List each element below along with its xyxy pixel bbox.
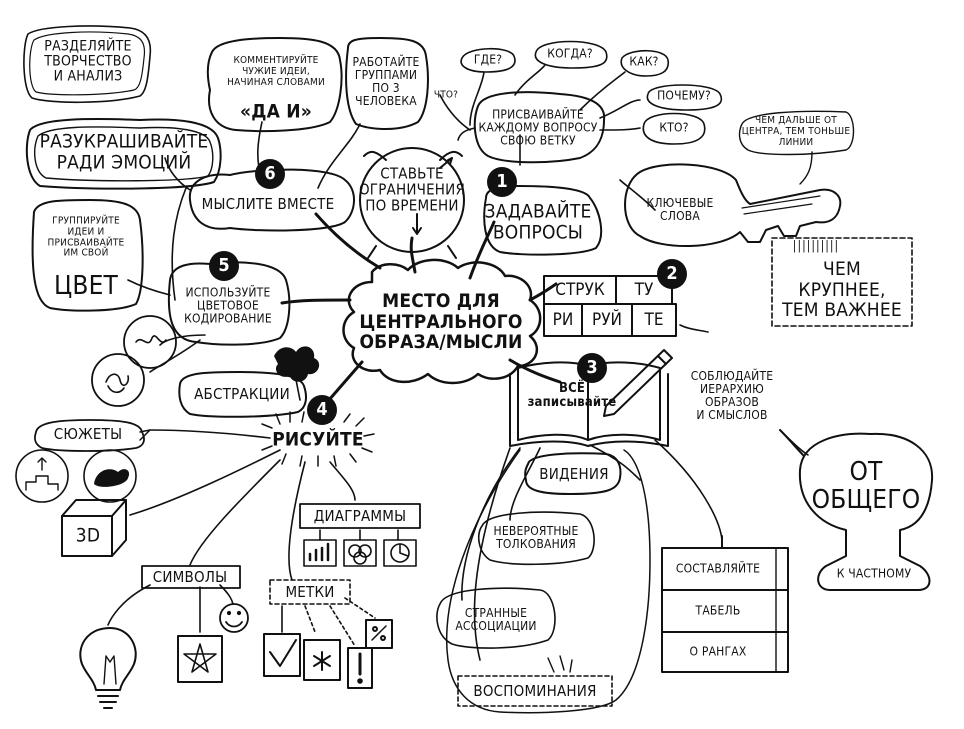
write-everything-label: ВСЁ записывайте [527, 380, 617, 410]
bubble-comment [206, 37, 343, 133]
ask-questions-label: ЗАДАВАЙТЕ ВОПРОСЫ [484, 200, 592, 243]
branch-number-1: 1 [487, 167, 517, 197]
structure-cell-1: СТРУК [555, 280, 605, 300]
bubble-why [646, 84, 723, 111]
separate-label: РАЗДЕЛЯЙТЕ ТВОРЧЕСТВО И АНАЛИЗ [44, 38, 132, 85]
question-how: КАК? [629, 54, 659, 69]
branch-number-3: 3 [577, 353, 607, 383]
bubble-general [798, 432, 934, 591]
bubble-decorate-inner [34, 126, 214, 182]
notebook-drawing [509, 349, 673, 447]
plot-doodle-podium [15, 449, 69, 503]
bubble-who [642, 112, 706, 145]
rank-table-row-3: О РАНГАХ [689, 644, 747, 659]
central-cloud-outline [342, 258, 542, 385]
box-bigger [771, 237, 913, 327]
color-coding-label: ИСПОЛЬЗУЙТЕ ЦВЕТОВОЕ КОДИРОВАНИЕ [184, 285, 272, 326]
bubble-separate [23, 25, 152, 104]
associations-label: СТРАННЫЕ АССОЦИАЦИИ [455, 606, 537, 633]
bubble-plots [34, 419, 145, 452]
bubble-group-ideas [31, 199, 144, 312]
alarm-clock-drawing [359, 147, 465, 259]
abstract-doodle-circle-2 [91, 353, 145, 407]
assign-branch-label: ПРИСВАИВАЙТЕ КАЖДОМУ ВОПРОСУ СВОЮ ВЕТКУ [478, 107, 598, 148]
diagram-icons [303, 539, 417, 567]
tally-marks: |||||||||| [792, 238, 840, 253]
box-symbols [141, 565, 241, 589]
bubble-think-together [188, 168, 355, 232]
box-diagrams [299, 503, 421, 529]
color-word-label: ЦВЕТ [53, 270, 119, 301]
comment-label: КОММЕНТИРУЙТЕ ЧУЖИЕ ИДЕИ, НАЧИНАЯ СЛОВАМ… [227, 54, 325, 88]
plots-label: СЮЖЕТЫ [53, 424, 123, 443]
question-what: ЧТО? [433, 89, 459, 101]
mark-icons [263, 619, 393, 689]
abstract-doodle-circle-1 [123, 315, 177, 369]
symbols-label: СИМВОЛЫ [152, 567, 228, 586]
to-particular-label: К ЧАСТНОМУ [836, 566, 912, 581]
abstractions-label: АБСТРАКЦИИ [194, 384, 290, 403]
structure-cell-4: РУЙ [592, 310, 622, 330]
smiley-drawing [219, 603, 249, 633]
branch-number-4: 4 [307, 395, 337, 425]
question-who: КТО? [659, 120, 689, 135]
question-when: КОГДА? [547, 46, 593, 61]
star-box-drawing [177, 635, 223, 683]
branch-number-2: 2 [657, 259, 687, 289]
three-d-label: 3D [75, 524, 101, 547]
interpretations-label: НЕВЕРОЯТНЫЕ ТОЛКОВАНИЯ [493, 524, 579, 551]
bubble-separate-inner [29, 31, 146, 96]
structure-cell-3: РИ [552, 310, 574, 330]
hierarchy-label: СОБЛЮДАЙТЕ ИЕРАРХИЮ ОБРАЗОВ И СМЫСЛОВ [690, 369, 774, 422]
think-together-label: МЫСЛИТЕ ВМЕСТЕ [201, 194, 335, 213]
bubble-associations [436, 587, 556, 649]
bubble-interpretations [477, 511, 595, 566]
cube-3d-drawing [61, 499, 127, 557]
key-drawing [624, 163, 842, 248]
yes-and-label: «ДА И» [240, 100, 312, 123]
thinner-lines-label: ЧЕМ ДАЛЬШЕ ОТ ЦЕНТРА, ТЕМ ТОНЬШЕ ЛИНИИ [741, 114, 851, 148]
bubble-thinner [738, 110, 855, 156]
marks-label: МЕТКИ [285, 582, 335, 601]
question-where: ГДЕ? [473, 52, 503, 67]
structure-boxes [543, 275, 677, 337]
memories-label: ВОСПОМИНАНИЯ [473, 681, 597, 700]
decorate-label: РАЗУКРАШИВАЙТЕ РАДИ ЭМОЦИЙ [39, 130, 209, 173]
rank-table-row-2: ТАБЕЛЬ [695, 603, 741, 618]
draw-label: РИСУЙТЕ [272, 428, 364, 451]
bigger-more-important-label: ЧЕМ КРУПНЕЕ, ТЕМ ВАЖНЕЕ [782, 258, 902, 322]
branch3-outline [445, 449, 651, 714]
work-in-groups-label: РАБОТАЙТЕ ГРУППАМИ ПО 3 ЧЕЛОВЕКА [352, 55, 420, 108]
question-why: ПОЧЕМУ? [657, 88, 711, 103]
bubble-decorate [25, 118, 222, 190]
abstract-black-blob [274, 346, 320, 382]
diagrams-label: ДИАГРАММЫ [313, 506, 407, 525]
visions-label: ВИДЕНИЯ [539, 464, 609, 483]
box-marks [269, 579, 351, 605]
bubble-assign [473, 91, 606, 164]
bubble-how [620, 49, 670, 77]
branch-number-5: 5 [209, 251, 239, 281]
rank-table [661, 547, 789, 673]
branch-number-6: 6 [255, 159, 285, 189]
time-limits-label: СТАВЬТЕ ОГРАНИЧЕНИЯ ПО ВРЕМЕНИ [358, 164, 466, 216]
central-image-title: МЕСТО ДЛЯ ЦЕНТРАЛЬНОГО ОБРАЗА/МЫСЛИ [359, 290, 523, 354]
box-memories [457, 675, 613, 707]
bubble-abstractions [178, 371, 307, 418]
lightbulb-drawing [79, 627, 137, 709]
bubble-visions [524, 452, 622, 495]
bubble-groups [345, 37, 429, 130]
rank-table-row-1: СОСТАВЛЯЙТЕ [675, 561, 761, 576]
bubble-ask-questions [483, 185, 603, 256]
structure-cell-5: ТЕ [644, 310, 664, 330]
plot-doodle-dino [83, 449, 137, 503]
structure-cell-2: ТУ [634, 280, 654, 300]
from-general-label: ОТ ОБЩЕГО [811, 456, 921, 515]
bubble-when [534, 40, 608, 69]
bubble-where [460, 47, 516, 73]
keywords-label: КЛЮЧЕВЫЕ СЛОВА [646, 196, 714, 223]
group-ideas-label: ГРУППИРУЙТЕ ИДЕИ И ПРИСВАИВАЙТЕ ИМ СВОЙ [47, 215, 125, 259]
